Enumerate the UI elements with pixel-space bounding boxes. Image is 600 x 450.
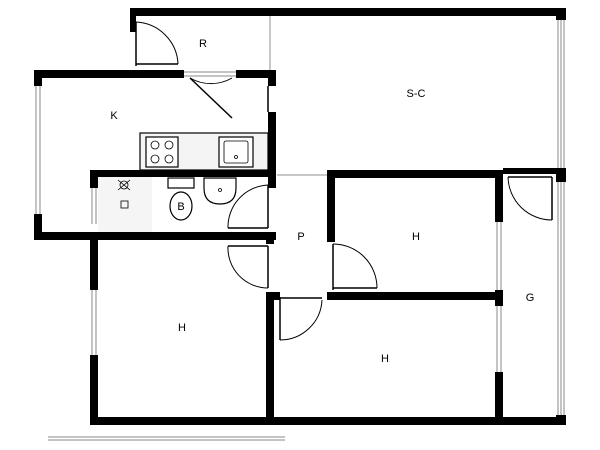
doors xyxy=(135,21,553,341)
window-icon xyxy=(556,182,566,417)
room-label-h-left: H xyxy=(178,322,186,334)
door-icon xyxy=(135,21,179,66)
door-icon xyxy=(332,243,378,290)
room-label-b: B xyxy=(177,201,184,213)
fixtures xyxy=(98,132,269,232)
door-icon xyxy=(189,77,233,119)
window-icon xyxy=(495,222,503,372)
door-icon xyxy=(227,245,269,289)
door-icon xyxy=(279,297,323,341)
window-icon xyxy=(90,188,98,224)
window-icon xyxy=(34,86,42,216)
door-icon xyxy=(507,176,553,221)
room-label-p: P xyxy=(297,231,304,243)
room-label-h-middle: H xyxy=(412,231,420,243)
window-icon xyxy=(184,70,236,78)
room-label-g: G xyxy=(526,292,535,304)
sink-icon xyxy=(218,136,254,168)
washbasin-icon xyxy=(203,177,237,205)
stove-icon xyxy=(145,136,179,168)
window-icon xyxy=(90,290,98,355)
toilet-icon xyxy=(167,177,195,221)
walls xyxy=(34,8,566,425)
room-label-sc: S-C xyxy=(407,88,426,100)
window-icon xyxy=(48,436,285,441)
bath-floor xyxy=(98,177,152,232)
room-label-r: R xyxy=(199,38,207,50)
shower-icon xyxy=(117,179,131,209)
windows xyxy=(34,20,566,441)
window-icon xyxy=(556,20,566,170)
room-label-k: K xyxy=(110,110,118,122)
room-label-h-bottom: H xyxy=(381,353,389,365)
room-labels: R S-C K B P H G H H xyxy=(110,38,534,365)
door-icon xyxy=(227,184,269,229)
